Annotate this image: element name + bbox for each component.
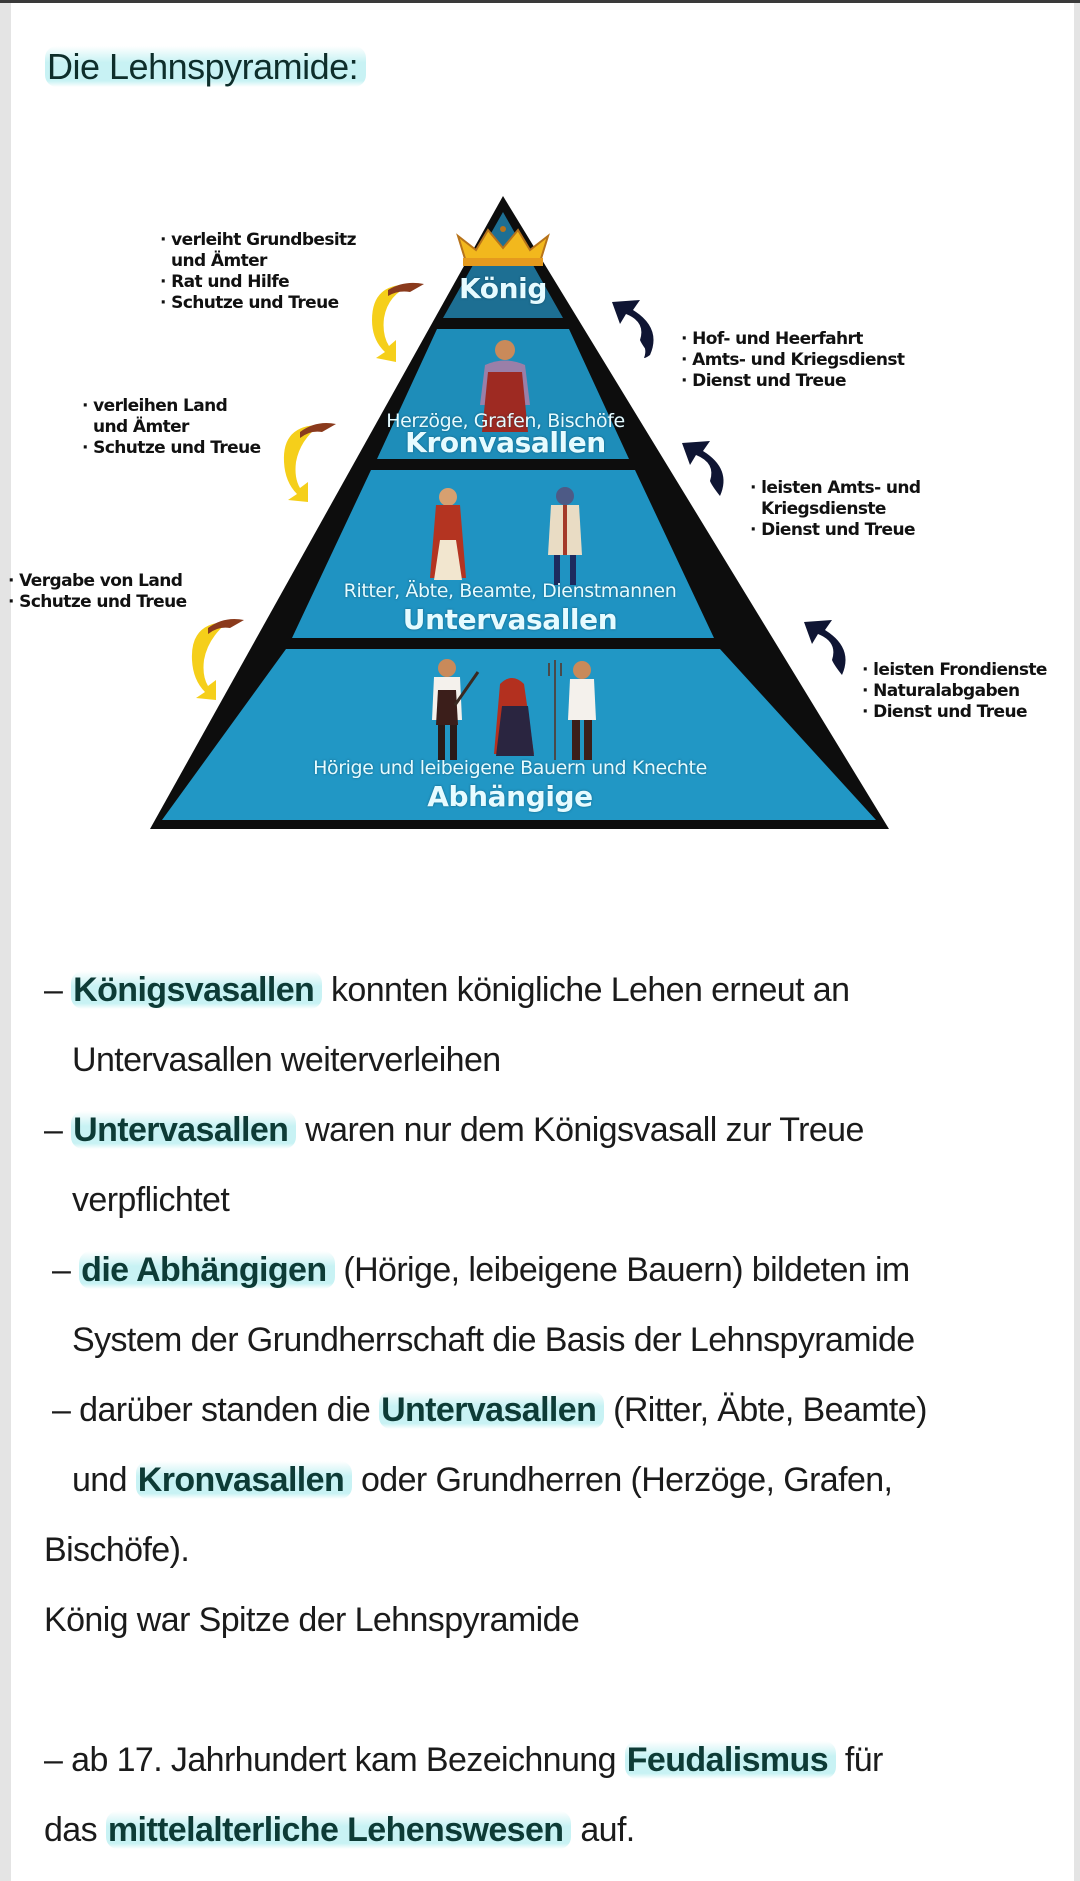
note-line-7: – darüber standen die Untervasallen (Rit… — [52, 1391, 927, 1429]
lehnspyramide-diagram: König Herzöge, Grafen, Bischöfe Kronvasa… — [0, 0, 1080, 900]
note-line-6: System der Grundherrschaft die Basis der… — [72, 1321, 915, 1359]
up-arrow-icon-1 — [612, 300, 654, 358]
note-line-8: und Kronvasallen oder Grundherren (Herzö… — [72, 1461, 893, 1499]
up-arrow-icon-2 — [682, 441, 724, 496]
down-arrow-icon-2 — [283, 423, 336, 502]
left-note-kronvasallen: · verleihen Land und Ämter · Schutze und… — [82, 396, 261, 458]
level-subtitle-abhaengige: Hörige und leibeigene Bauern und Knechte — [313, 757, 707, 779]
keyword-untervasallen-2: Untervasallen — [379, 1391, 605, 1429]
keyword-abhaengigen: die Abhängigen — [79, 1251, 335, 1289]
right-note-abhaengige: · leisten Frondienste · Naturalabgaben ·… — [862, 660, 1047, 722]
level-label-koenig: König — [458, 272, 548, 305]
keyword-untervasallen: Untervasallen — [71, 1111, 297, 1149]
pyramid-level-untervasallen — [292, 470, 714, 638]
level-label-kronvasallen: Kronvasallen — [405, 426, 606, 459]
note-line-2: Untervasallen weiterverleihen — [72, 1041, 501, 1079]
page-title: Die Lehnspyramide: — [45, 46, 367, 88]
level-subtitle-kronvasallen: Herzöge, Grafen, Bischöfe — [386, 410, 625, 432]
keyword-kronvasallen: Kronvasallen — [135, 1461, 353, 1499]
top-border — [0, 0, 1080, 3]
scrollbar-track[interactable] — [1074, 3, 1080, 1881]
note-line-12: das mittelalterliche Lehenswesen auf. — [44, 1811, 635, 1849]
blank-line — [44, 1655, 1044, 1725]
note-line-3: – Untervasallen waren nur dem Königsvasa… — [44, 1111, 864, 1149]
up-arrow-icon-3 — [804, 620, 846, 675]
note-line-1: – Königsvasallen konnten königliche Lehe… — [44, 971, 850, 1009]
keyword-lehenswesen: mittelalterliche Lehenswesen — [105, 1811, 572, 1849]
keyword-koenigsvasallen: Königsvasallen — [71, 971, 323, 1009]
left-note-koenig: · verleiht Grundbesitz und Ämter · Rat u… — [160, 230, 356, 313]
down-arrow-icon-3 — [191, 619, 244, 700]
level-label-abhaengige: Abhängige — [427, 780, 593, 813]
left-note-untervasallen: · Vergabe von Land · Schutze und Treue — [8, 571, 187, 612]
level-label-untervasallen: Untervasallen — [402, 603, 618, 636]
down-arrow-icon-1 — [372, 282, 424, 362]
note-line-5: – die Abhängigen (Hörige, leibeigene Bau… — [52, 1251, 910, 1289]
pyramid-graphic — [150, 196, 889, 829]
crown-icon — [456, 226, 550, 266]
level-subtitle-untervasallen: Ritter, Äbte, Beamte, Dienstmannen — [343, 580, 677, 602]
keyword-feudalismus: Feudalismus — [624, 1741, 837, 1779]
note-line-9: Bischöfe). — [44, 1531, 190, 1569]
note-line-10: König war Spitze der Lehnspyramide — [44, 1601, 580, 1639]
notes-text: – Königsvasallen konnten königliche Lehe… — [44, 955, 1044, 1865]
note-line-11: – ab 17. Jahrhundert kam Bezeichnung Feu… — [44, 1741, 883, 1779]
note-line-4: verpflichtet — [72, 1181, 230, 1219]
abbot-figure-icon — [430, 488, 466, 580]
noble-figure-icon — [480, 340, 530, 432]
knight-figure-icon — [548, 487, 582, 585]
right-note-untervasallen: · leisten Amts- und Kriegsdienste · Dien… — [750, 478, 921, 540]
peasant-figures-icon — [432, 659, 596, 760]
left-margin — [0, 3, 11, 1881]
right-note-kronvasallen: · Hof- und Heerfahrt · Amts- und Kriegsd… — [681, 329, 905, 391]
